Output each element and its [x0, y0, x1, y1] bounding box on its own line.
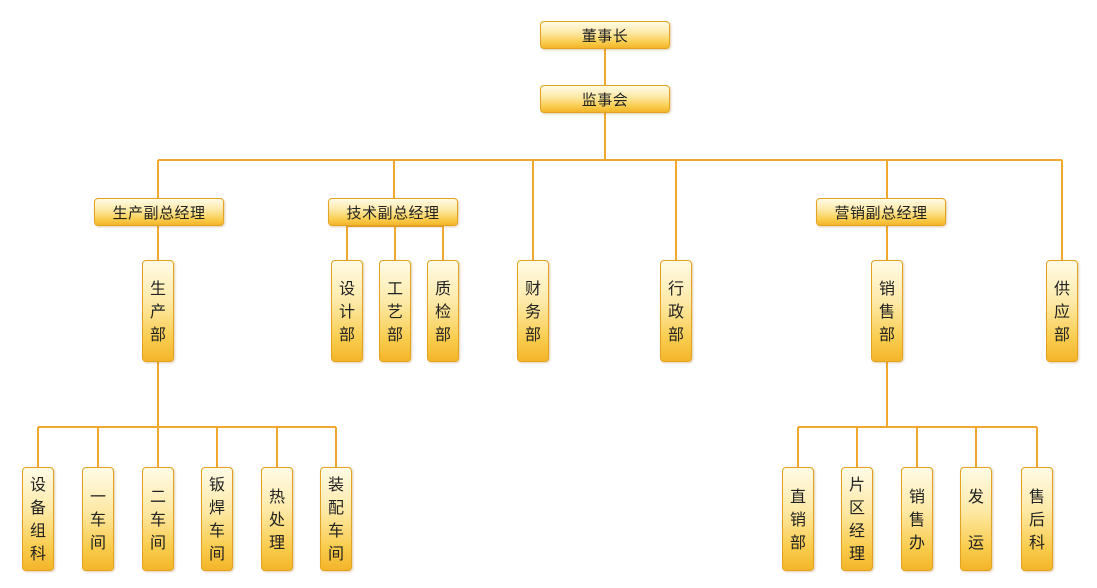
node-heat-treatment: 热处理: [261, 467, 293, 571]
node-shipping: 发 运: [960, 467, 992, 571]
node-sales-office: 销售办: [901, 467, 933, 571]
node-vp-production: 生产副总经理: [94, 198, 224, 226]
node-vp-technology: 技术副总经理: [328, 198, 458, 226]
node-admin-dept: 行政部: [660, 260, 692, 362]
node-supply-dept: 供应部: [1046, 260, 1078, 362]
node-vp-marketing: 营销副总经理: [816, 198, 946, 226]
node-direct-sales: 直销部: [782, 467, 814, 571]
node-quality-dept: 质检部: [427, 260, 459, 362]
node-workshop-2: 二车间: [142, 467, 174, 571]
node-welding-workshop: 钣焊车间: [201, 467, 233, 571]
node-chairman: 董事长: [540, 21, 670, 49]
node-production-dept: 生产部: [142, 260, 174, 362]
node-equipment-team: 设备组科: [22, 467, 54, 571]
node-after-sales: 售后科: [1021, 467, 1053, 571]
node-supervisory-board: 监事会: [540, 85, 670, 113]
node-sales-dept: 销售部: [871, 260, 903, 362]
node-workshop-1: 一车间: [82, 467, 114, 571]
node-regional-manager: 片区经理: [841, 467, 873, 571]
node-process-dept: 工艺部: [379, 260, 411, 362]
node-design-dept: 设计部: [331, 260, 363, 362]
node-finance-dept: 财务部: [517, 260, 549, 362]
node-assembly-workshop: 装配车间: [320, 467, 352, 571]
